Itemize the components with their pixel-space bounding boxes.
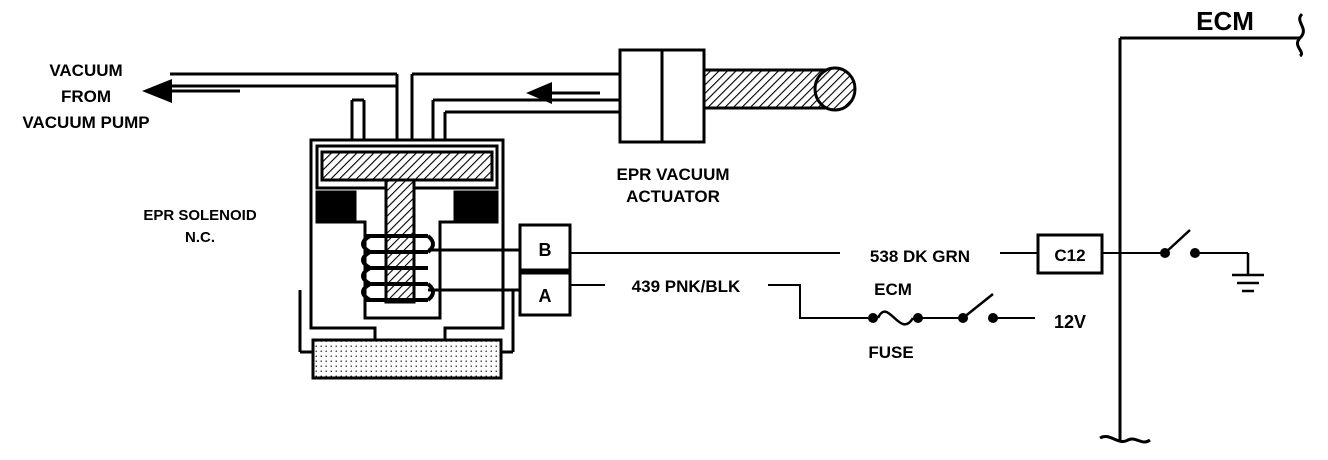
ecm-switch-icon [1160, 229, 1200, 258]
vacuum-label-line1: VACUUM [49, 61, 122, 80]
switch-icon [958, 293, 998, 323]
connector-c12: C12 [1036, 233, 1104, 275]
vacuum-label-line2: FROM [61, 87, 111, 106]
fuse-symbol [868, 310, 923, 326]
flow-arrow-icon [526, 82, 600, 104]
ecm-title: ECM [1196, 6, 1254, 36]
arrow-left-icon [142, 79, 240, 103]
fuse-top-label: ECM [874, 280, 912, 299]
vacuum-label-line3: VACUUM PUMP [22, 113, 149, 132]
wire-b-label: 538 DK GRN [870, 247, 970, 266]
solenoid-label-line1: EPR SOLENOID [143, 207, 257, 224]
epr-solenoid [298, 138, 520, 380]
vacuum-lines [170, 72, 620, 140]
voltage-label: 12V [1054, 312, 1086, 332]
vacuum-source-label: VACUUM FROM VACUUM PUMP [22, 61, 149, 132]
fuse-bottom-label: FUSE [868, 343, 913, 362]
solenoid-label: EPR SOLENOID N.C. [143, 207, 257, 246]
connector-label: C12 [1054, 246, 1085, 265]
actuator-label-line2: ACTUATOR [626, 187, 720, 206]
terminal-a-label: A [539, 286, 552, 306]
ground-icon [1232, 253, 1264, 293]
terminal-a: A [518, 271, 572, 317]
terminal-b: B [518, 223, 572, 272]
solenoid-label-line2: N.C. [185, 229, 215, 246]
actuator-label: EPR VACUUM ACTUATOR [616, 165, 729, 206]
ecm-boundary [1099, 12, 1305, 444]
wiring [570, 252, 1248, 319]
wire-a-label: 439 PNK/BLK [632, 277, 741, 296]
terminal-b-label: B [539, 240, 552, 260]
epr-vacuum-actuator [618, 48, 857, 144]
actuator-label-line1: EPR VACUUM [616, 165, 729, 184]
